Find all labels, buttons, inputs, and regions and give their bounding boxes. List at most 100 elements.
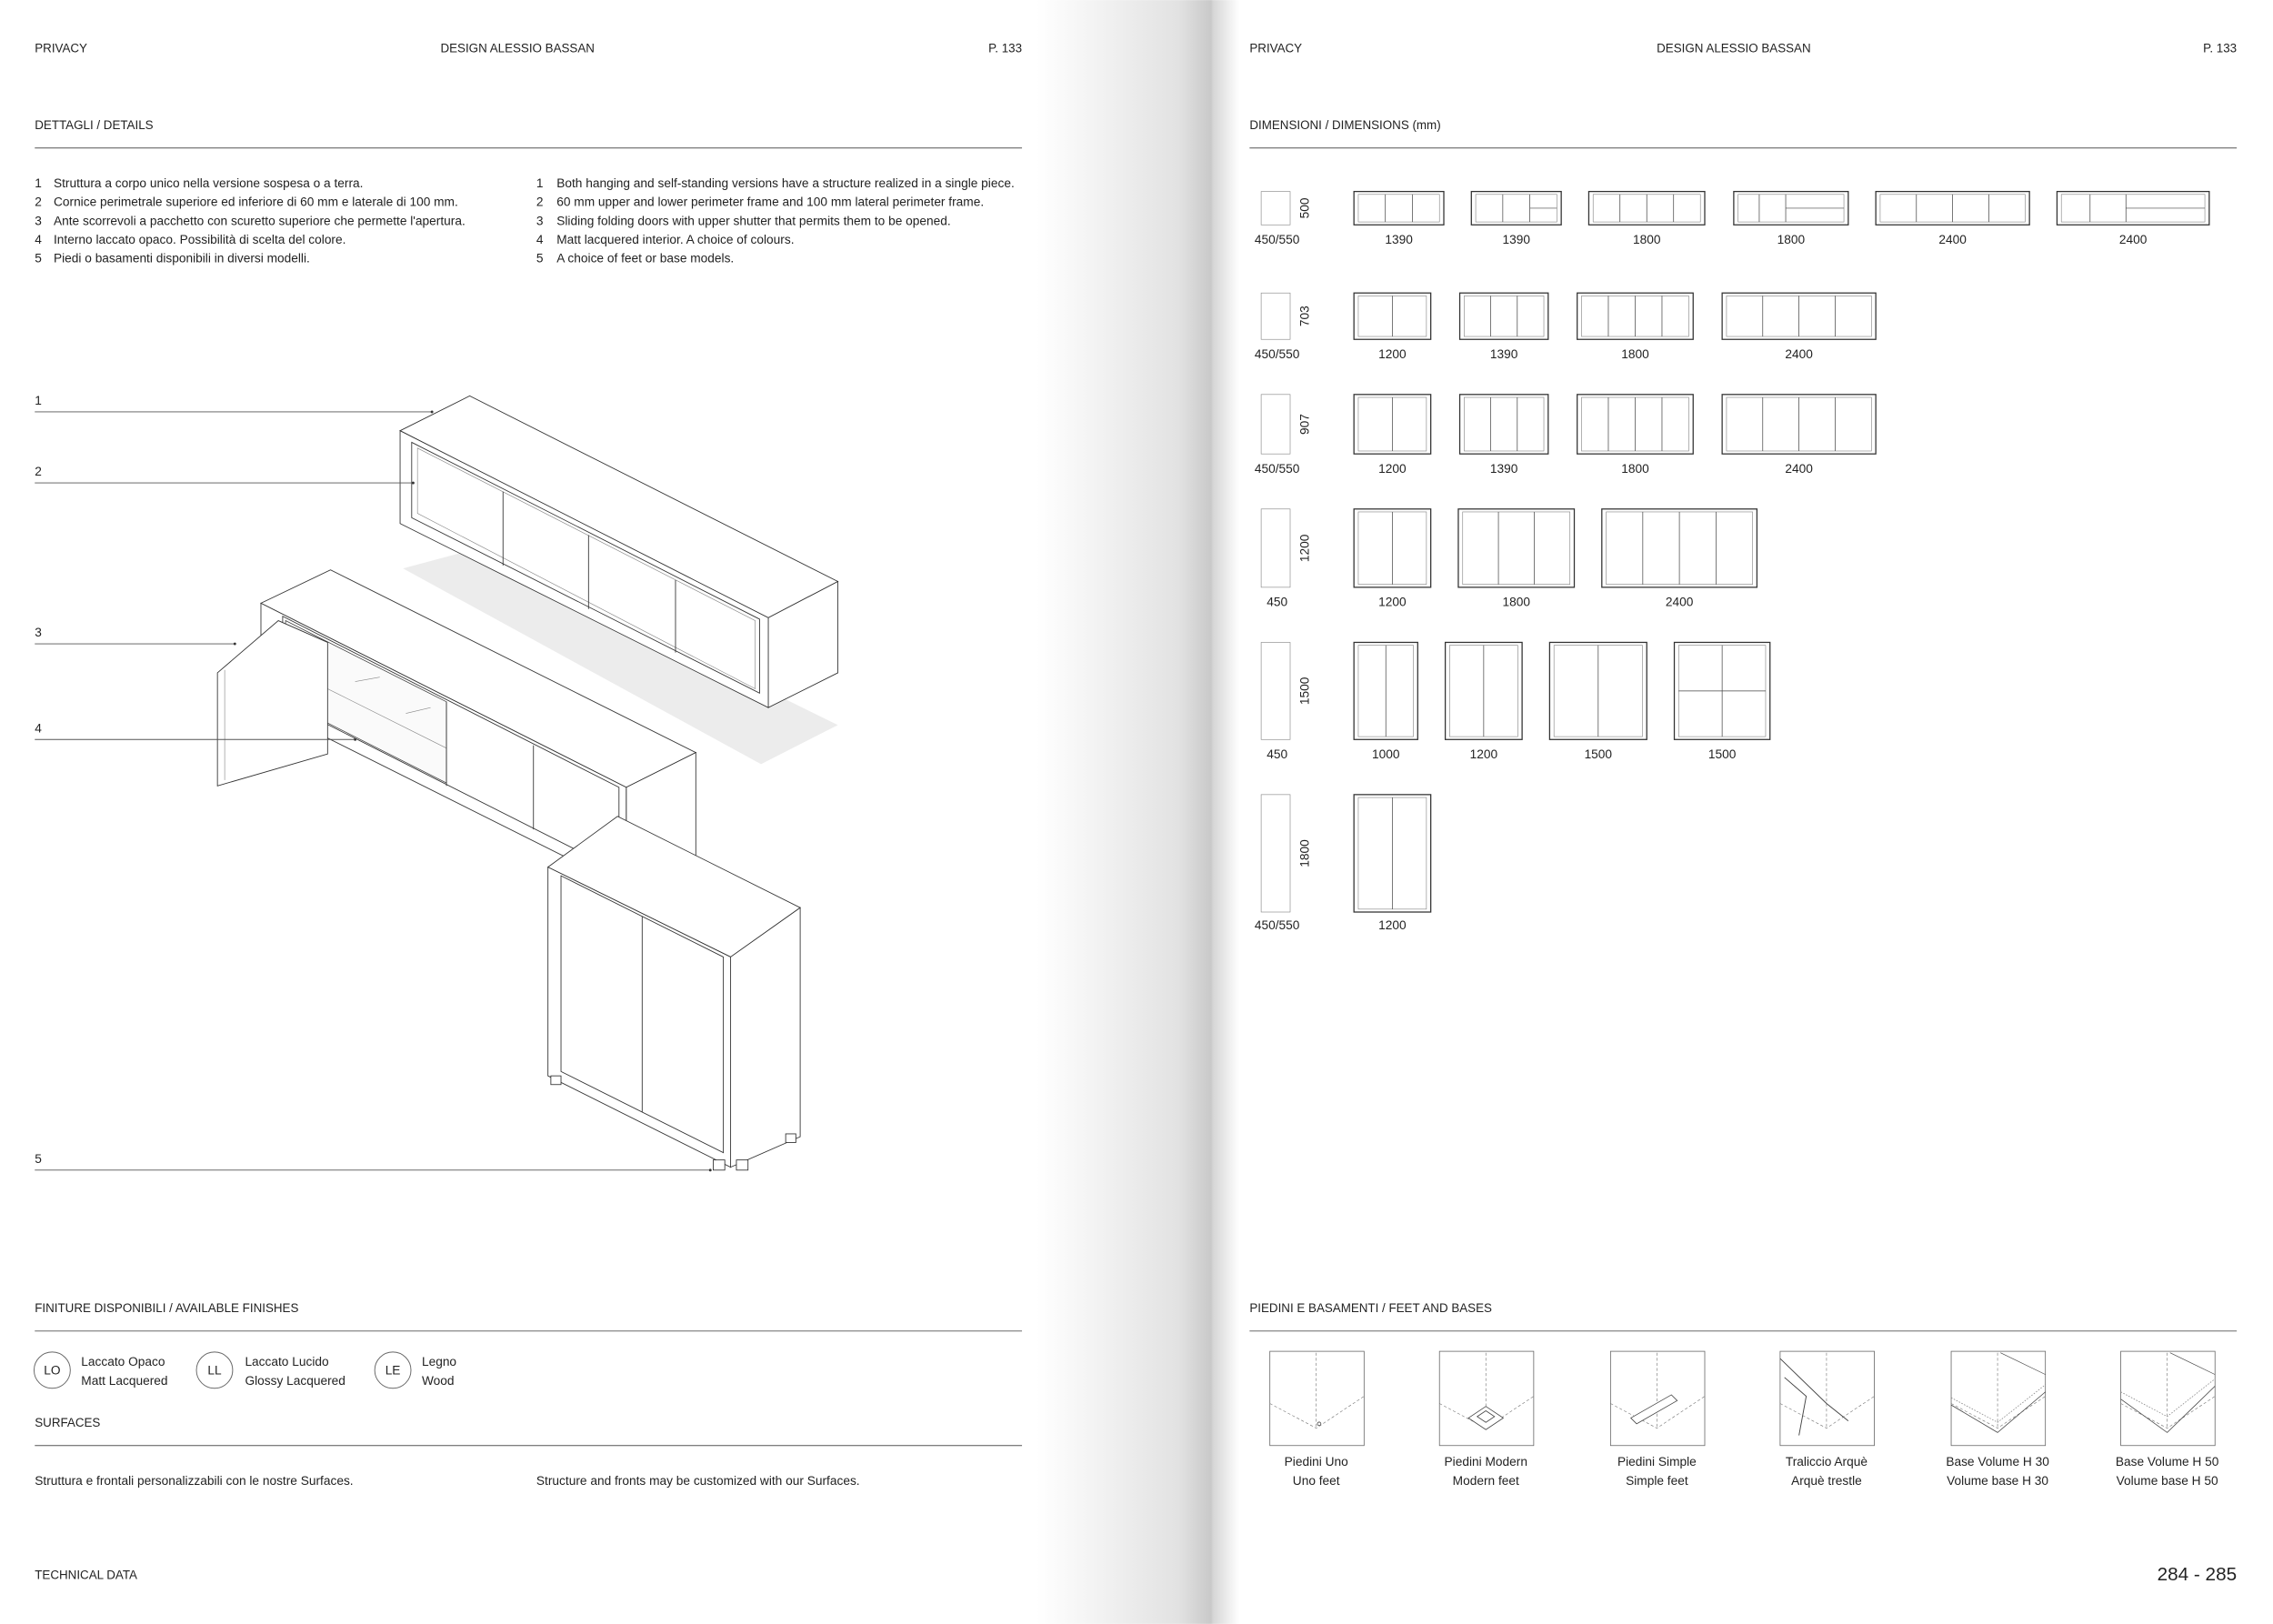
front-elevation xyxy=(1577,292,1694,340)
right-page: PRIVACY DESIGN ALESSIO BASSAN P. 133 DIM… xyxy=(1249,42,2237,1585)
front-elevation xyxy=(1353,394,1432,455)
height-label: 500 xyxy=(1298,197,1312,218)
width-label: 1000 xyxy=(1372,747,1400,761)
finish-name-it: Laccato Opaco xyxy=(81,1355,165,1368)
front-elevation xyxy=(1458,292,1549,340)
finishes-title: FINITURE DISPONIBILI / AVAILABLE FINISHE… xyxy=(35,1301,298,1315)
foot-name-en: Volume base H 30 xyxy=(1947,1474,2048,1488)
left-header-page: P. 133 xyxy=(988,42,1022,55)
finish-name-en: Wood xyxy=(422,1374,455,1388)
front-elevation xyxy=(1353,508,1432,588)
width-label: 1200 xyxy=(1378,596,1407,609)
front-elevation xyxy=(1548,641,1647,740)
detail-item-en: 60 mm upper and lower perimeter frame an… xyxy=(556,195,984,209)
left-header-designer: DESIGN ALESSIO BASSAN xyxy=(440,42,594,55)
width-label: 1500 xyxy=(1708,747,1737,761)
finish-code: LL xyxy=(207,1364,222,1378)
finish-name-it: Legno xyxy=(422,1355,456,1368)
depth-label: 450/550 xyxy=(1255,462,1300,476)
width-label: 1500 xyxy=(1585,747,1613,761)
depth-label: 450/550 xyxy=(1255,918,1300,932)
front-elevation xyxy=(1353,794,1432,913)
detail-number: 2 xyxy=(536,195,544,209)
surfaces-title: SURFACES xyxy=(35,1416,100,1429)
detail-item-it: Struttura a corpo unico nella versione s… xyxy=(54,176,363,190)
height-label: 1500 xyxy=(1298,677,1312,705)
surfaces-text-it: Struttura e frontali personalizzabili co… xyxy=(35,1474,353,1488)
foot-name-en: Modern feet xyxy=(1453,1474,1519,1488)
height-label: 907 xyxy=(1298,414,1312,435)
dimensions-title: DIMENSIONI / DIMENSIONS (mm) xyxy=(1249,118,1440,132)
details-title: DETTAGLI / DETAILS xyxy=(35,118,153,132)
detail-item-en: Both hanging and self-standing versions … xyxy=(556,176,1015,190)
front-elevation xyxy=(1457,508,1576,588)
foot-name-it: Piedini Modern xyxy=(1445,1455,1527,1469)
foot-illustration xyxy=(1779,1350,1875,1447)
depth-profile xyxy=(1260,394,1291,455)
callout-dot xyxy=(233,642,236,646)
height-label: 703 xyxy=(1298,306,1312,326)
footer-technical-data: TECHNICAL DATA xyxy=(35,1568,137,1581)
width-label: 1800 xyxy=(1777,233,1806,246)
foot-illustration xyxy=(1609,1350,1706,1447)
width-label: 1390 xyxy=(1490,347,1518,361)
width-label: 1200 xyxy=(1378,462,1407,476)
depth-label: 450 xyxy=(1267,596,1287,609)
width-label: 2400 xyxy=(1666,596,1694,609)
depth-label: 450/550 xyxy=(1255,233,1300,246)
detail-item-en: Matt lacquered interior. A choice of col… xyxy=(556,233,794,246)
front-elevation xyxy=(2056,190,2210,226)
front-elevation xyxy=(1721,292,1877,340)
detail-number: 4 xyxy=(536,233,544,246)
front-elevation xyxy=(1721,394,1877,455)
foot-name-it: Piedini Uno xyxy=(1285,1455,1348,1469)
finish-badge xyxy=(33,1351,71,1389)
width-label: 2400 xyxy=(1785,347,1813,361)
isometric-drawing xyxy=(216,395,839,1171)
left-header-section: PRIVACY xyxy=(35,42,87,55)
width-label: 1800 xyxy=(1621,347,1649,361)
right-header-section: PRIVACY xyxy=(1249,42,1302,55)
detail-item-it: Ante scorrevoli a pacchetto con scuretto… xyxy=(54,214,466,227)
page-numbers: 284 - 285 xyxy=(2158,1564,2238,1585)
detail-item-it: Interno laccato opaco. Possibilità di sc… xyxy=(54,233,345,246)
front-elevation xyxy=(1353,292,1432,340)
callout-number: 1 xyxy=(35,394,42,407)
foot-name-it: Base Volume H 30 xyxy=(1946,1455,2049,1469)
left-page: PRIVACY DESIGN ALESSIO BASSAN P. 133 DET… xyxy=(33,42,1023,1581)
finish-code: LE xyxy=(386,1364,401,1378)
foot-item: Base Volume H 30 Volume base H 30 xyxy=(1946,1350,2049,1488)
callout-dot xyxy=(411,481,415,485)
depth-label: 450 xyxy=(1267,747,1287,761)
right-header-page: P. 133 xyxy=(2203,42,2237,55)
front-elevation xyxy=(1875,190,2030,226)
depth-profile xyxy=(1260,508,1291,588)
front-elevation xyxy=(1577,394,1694,455)
foot-illustration xyxy=(1438,1350,1535,1447)
detail-number: 5 xyxy=(536,252,544,266)
finish-name-it: Laccato Lucido xyxy=(245,1355,329,1368)
callout-number: 5 xyxy=(35,1152,42,1166)
front-elevation xyxy=(1458,394,1549,455)
foot-name-en: Volume base H 50 xyxy=(2117,1474,2218,1488)
foot-name-en: Uno feet xyxy=(1293,1474,1340,1488)
width-label: 1390 xyxy=(1502,233,1530,246)
front-elevation xyxy=(1353,641,1418,740)
detail-number: 4 xyxy=(35,233,42,246)
width-label: 2400 xyxy=(1938,233,1967,246)
front-elevation xyxy=(1444,641,1523,740)
